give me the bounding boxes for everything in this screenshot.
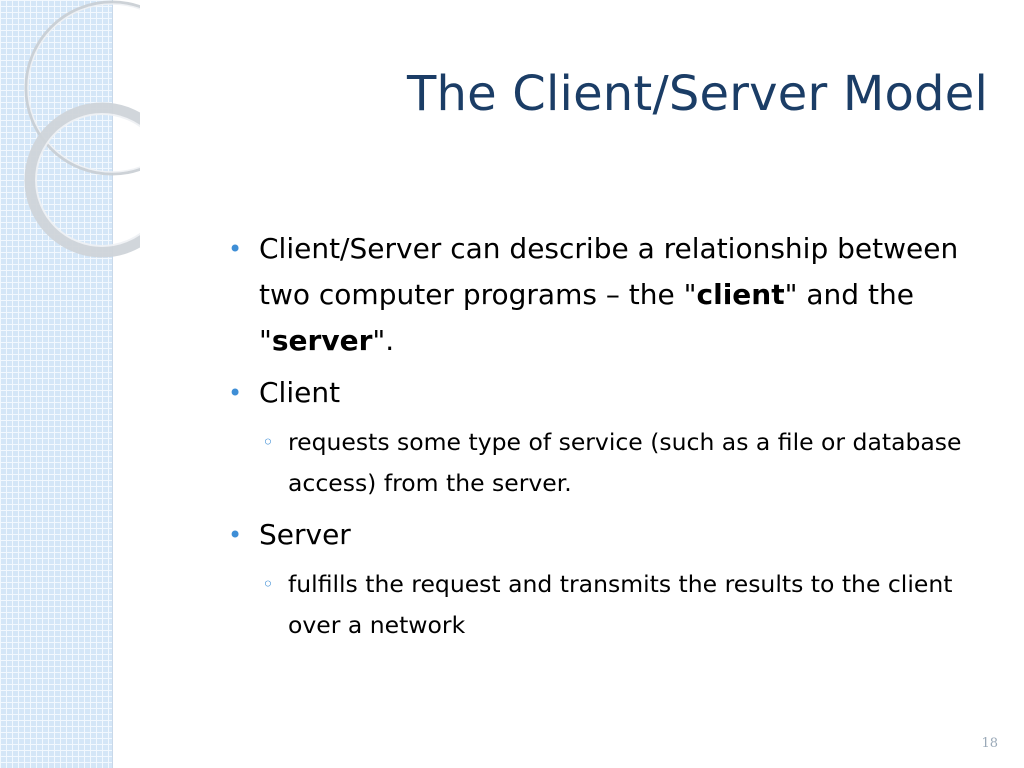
bullet-text: Server bbox=[259, 518, 351, 551]
quote-mark: ". bbox=[372, 324, 395, 357]
bullet-text: Client/Server can describe a relationshi… bbox=[259, 232, 959, 311]
sub-bullet-icon: ◦ bbox=[262, 430, 274, 454]
bullet-icon: • bbox=[228, 235, 243, 263]
decorative-rings bbox=[24, 0, 140, 258]
page-number: 18 bbox=[981, 736, 998, 751]
bullet-item: • Client/Server can describe a relations… bbox=[226, 226, 996, 364]
sub-bullet-item: ◦ fulfills the request and transmits the… bbox=[226, 564, 996, 646]
sub-bullet-text: fulfills the request and transmits the r… bbox=[288, 570, 953, 639]
keyword-client: client bbox=[696, 278, 785, 311]
keyword-server: server bbox=[271, 324, 373, 357]
slide-body: • Client/Server can describe a relations… bbox=[226, 226, 996, 654]
bullet-text: and the bbox=[797, 278, 914, 311]
quote-mark: " bbox=[259, 324, 272, 357]
quote-mark: " bbox=[784, 278, 798, 311]
sub-bullet-text: requests some type of service (such as a… bbox=[288, 428, 962, 497]
bullet-icon: • bbox=[228, 379, 243, 407]
bullet-item: • Server bbox=[226, 512, 996, 558]
bullet-item: • Client bbox=[226, 370, 996, 416]
bullet-text: Client bbox=[259, 376, 341, 409]
slide-title: The Client/Server Model bbox=[406, 66, 988, 122]
sub-bullet-icon: ◦ bbox=[262, 572, 274, 596]
quote-mark: " bbox=[683, 278, 697, 311]
bullet-icon: • bbox=[228, 521, 243, 549]
sub-bullet-item: ◦ requests some type of service (such as… bbox=[226, 422, 996, 504]
